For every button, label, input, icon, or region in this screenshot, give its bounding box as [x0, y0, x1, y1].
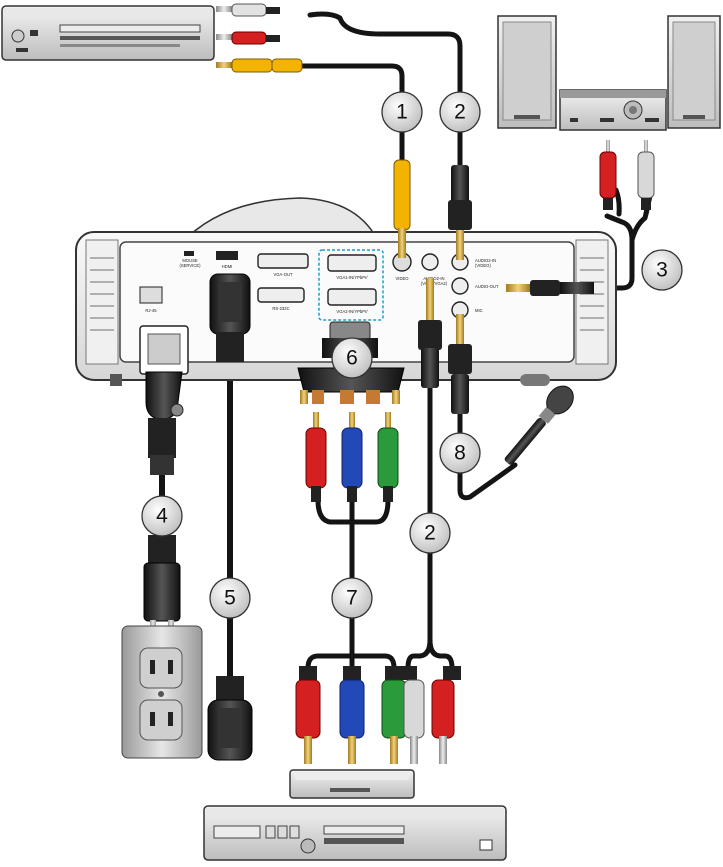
yellow-rca-connector — [393, 159, 411, 258]
vga1-port — [327, 254, 377, 272]
svg-text:2: 2 — [424, 522, 436, 545]
audio-jack-speaker — [506, 280, 594, 296]
callout-1: 1 — [381, 91, 423, 133]
rs232-label: RS-232C — [272, 306, 289, 311]
svg-text:3: 3 — [656, 259, 668, 282]
mouse-label: MOUSE — [182, 258, 198, 263]
speaker-system — [497, 15, 721, 131]
mouse-port — [184, 251, 194, 256]
power-plug-projector — [139, 325, 189, 475]
svg-text:4: 4 — [156, 505, 168, 528]
hdmi-connector-lower — [207, 676, 253, 761]
vga2-port — [327, 288, 377, 306]
mouse-sublabel: (SERVICE) — [179, 263, 201, 268]
power-plug-outlet — [121, 535, 203, 759]
audio-in-vga-port — [421, 253, 439, 271]
rca-plugs-top — [216, 3, 303, 73]
vga-highlight-box — [318, 249, 384, 321]
audio-jack-bottom — [418, 278, 442, 388]
callout-6: 6 — [331, 337, 373, 379]
rs232-port — [257, 287, 305, 303]
callout-3: 3 — [641, 249, 683, 291]
projector-ports: MOUSE (SERVICE) HDMI VGA-OUT RS-232C VGA… — [139, 249, 499, 321]
mic-label: MIC — [475, 308, 483, 313]
rj45-port — [139, 286, 163, 304]
callouts: 1 2 3 4 5 6 7 8 — [141, 91, 683, 619]
callout-8: 8 — [439, 432, 481, 474]
microphone — [504, 385, 574, 465]
svg-text:1: 1 — [396, 101, 408, 124]
hdmi-port — [216, 251, 238, 260]
rj45-label: RJ-45 — [145, 308, 157, 313]
cable-7-component-bottom — [305, 637, 397, 671]
callout-4: 4 — [141, 495, 183, 537]
audio-jack-top — [448, 165, 472, 260]
cable-3-audio-out — [589, 193, 653, 291]
svg-text:6: 6 — [346, 347, 358, 370]
callout-7: 7 — [331, 577, 373, 619]
vga-out-label: VGA-OUT — [273, 272, 293, 277]
dvd-player-bottom — [203, 805, 507, 861]
hdmi-label: HDMI — [222, 264, 233, 269]
video-player-small — [289, 769, 415, 799]
audio-out-label: AUDIO-OUT — [475, 284, 499, 289]
video-label: VIDEO — [395, 276, 409, 281]
callout-5: 5 — [209, 577, 251, 619]
svg-text:8: 8 — [454, 442, 466, 465]
vga2-label: VGA2-IN/YPbPr/ — [336, 309, 368, 314]
rca-plugs-bottom — [295, 666, 461, 764]
cable-2-audio-bottom — [405, 372, 455, 671]
audio-in-video-label: AUDIO2-IN — [475, 258, 496, 263]
rca-plugs-speaker — [599, 140, 655, 210]
audio-in-video-sublabel: (VIDEO) — [475, 263, 491, 268]
vga1-label: VGA1-IN/YPbPr/ — [336, 275, 368, 280]
audio-in-vga-sublabel: (VGA1/VGA2) — [421, 281, 448, 286]
dvd-player-top — [1, 5, 215, 61]
callout-2-bottom: 2 — [409, 512, 451, 554]
audio-out-port — [451, 277, 469, 295]
audio-jack-mic — [448, 314, 472, 414]
cable-2-audio-top — [307, 11, 463, 178]
cable-8-mic — [457, 407, 518, 501]
component-rca-top — [305, 412, 399, 502]
callout-2-top: 2 — [439, 91, 481, 133]
svg-text:5: 5 — [224, 587, 236, 610]
svg-text:2: 2 — [454, 101, 466, 124]
svg-text:7: 7 — [346, 587, 358, 610]
vga-out-port — [257, 253, 309, 269]
hdmi-connector — [209, 273, 251, 362]
cable-1-video — [297, 63, 405, 173]
